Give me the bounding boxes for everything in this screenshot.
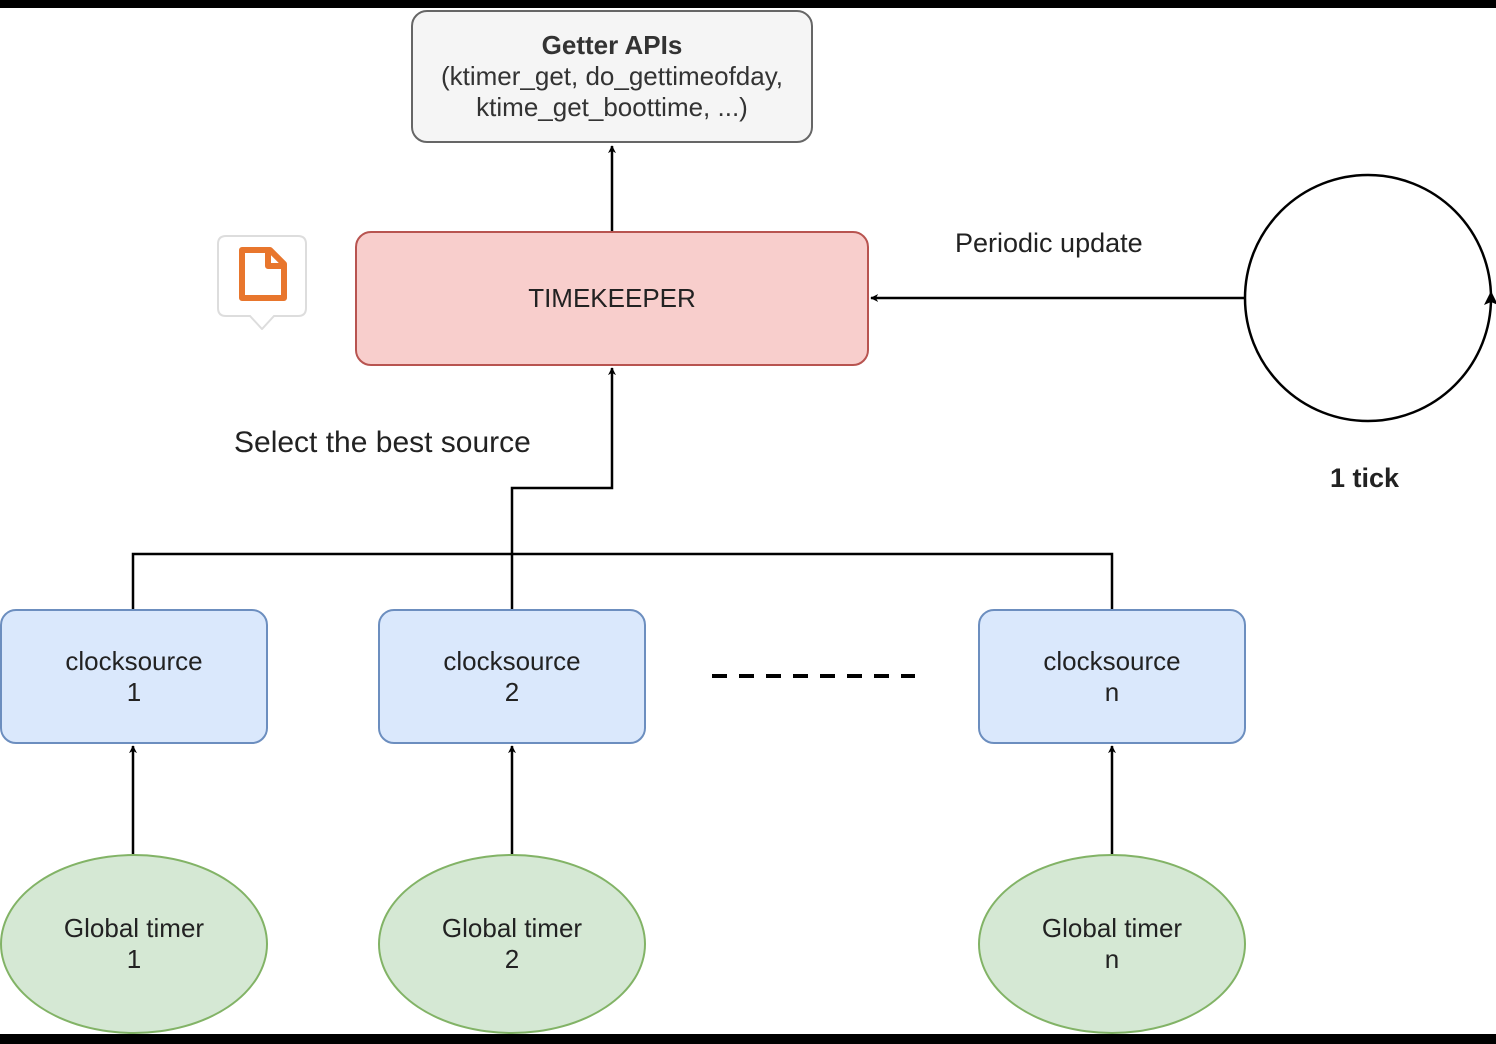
periodic-update-label: Periodic update [955,228,1143,258]
getter-apis-line-1: (ktimer_get, do_gettimeofday, [440,61,784,91]
getter-apis-line-2: ktime_get_boottime, ...) [476,92,748,122]
clocksource-n-box: clocksource n [978,609,1246,744]
clocksource-index: 1 [126,676,142,707]
arrow-clocksources-to-timekeeper [510,367,616,609]
global-timer-index: 2 [504,944,520,974]
global-timer-2-ellipse: Global timer 2 [378,854,646,1034]
clocksource-index: 2 [504,676,520,707]
getter-apis-title: Getter APIs [541,30,683,60]
diagram-canvas: Getter APIs (ktimer_get, do_gettimeofday… [0,8,1496,1034]
connector-layer [129,145,1496,854]
global-timer-index: n [1104,944,1120,974]
global-timer-label: Global timer [63,913,205,943]
global-timer-n-ellipse: Global timer n [978,854,1246,1034]
getter-apis-box: Getter APIs (ktimer_get, do_gettimeofday… [411,10,813,143]
clocksource-label: clocksource [443,645,581,676]
document-icon [217,235,307,330]
clocksource-label: clocksource [65,645,203,676]
clocksource-bus-line [131,552,1114,609]
tick-label: 1 tick [1330,463,1400,493]
timekeeper-box: TIMEKEEPER [355,231,869,366]
global-timer-1-ellipse: Global timer 1 [0,854,268,1034]
clocksource-1-box: clocksource 1 [0,609,268,744]
clocksource-index: n [1104,676,1120,707]
tick-circle [1243,173,1493,423]
clocksource-label: clocksource [1043,645,1181,676]
global-timer-index: 1 [126,944,142,974]
global-timer-label: Global timer [441,913,583,943]
tick-circle-arrowhead [1484,291,1496,305]
clocksource-2-box: clocksource 2 [378,609,646,744]
select-best-source-label: Select the best source [234,426,531,459]
timekeeper-label: TIMEKEEPER [528,283,696,313]
global-timer-label: Global timer [1041,913,1183,943]
